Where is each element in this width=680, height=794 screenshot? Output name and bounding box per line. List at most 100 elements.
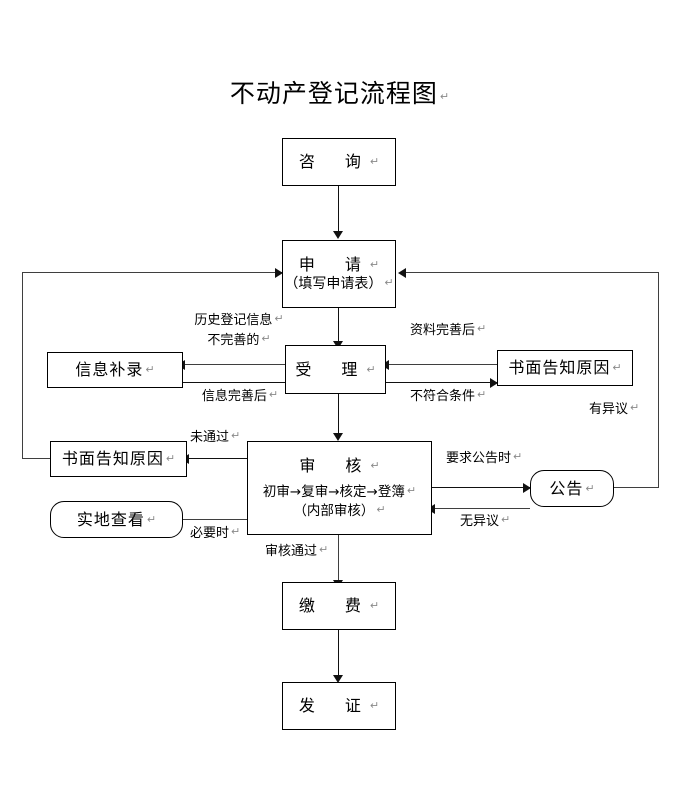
paragraph-mark-icon: ↵ xyxy=(630,401,640,414)
connector-accept-to-notice xyxy=(386,382,499,384)
node-apply-sub: （填写申请表） xyxy=(284,276,383,293)
arrowhead-consult-apply xyxy=(333,231,343,239)
connector-site-inspect-review xyxy=(183,519,249,521)
edge-label-when-necessary-text: 必要时 xyxy=(190,526,230,541)
edge-label-has-objection: 有异议↵ xyxy=(589,400,639,420)
edge-label-when-necessary: 必要时↵ xyxy=(190,524,240,544)
arrowhead-right-rail-to-apply xyxy=(398,268,406,278)
connector-written-notice-left-to-rail xyxy=(22,458,50,460)
node-accept[interactable]: 受 理↵ xyxy=(285,345,386,394)
paragraph-mark-icon: ↵ xyxy=(376,502,386,516)
edge-label-info-completed: 信息完善后↵ xyxy=(190,387,290,407)
paragraph-mark-icon: ↵ xyxy=(231,429,241,442)
connector-review-to-written-notice-left xyxy=(187,458,249,460)
node-payment[interactable]: 缴 费↵ xyxy=(282,582,396,630)
edge-label-not-passed-text: 未通过 xyxy=(190,430,230,445)
connector-announce-to-review xyxy=(432,508,530,510)
node-announce-label: 公告 xyxy=(549,478,584,498)
node-issue-cert-label-row: 发 证↵ xyxy=(292,695,386,717)
node-issue-cert[interactable]: 发 证↵ xyxy=(282,682,396,730)
paragraph-mark-icon: ↵ xyxy=(319,543,329,556)
node-written-notice-left-label-row: 书面告知原因↵ xyxy=(61,448,176,470)
node-apply-sub-row: （填写申请表）↵ xyxy=(284,275,393,294)
edge-label-info-completed-text: 信息完善后 xyxy=(201,389,267,404)
node-written-notice-right-label: 书面告知原因 xyxy=(508,358,611,378)
node-apply-label: 申 请 xyxy=(298,254,368,274)
page-title-text: 不动产登记流程图 xyxy=(229,79,438,108)
node-issue-cert-label: 发 证 xyxy=(298,696,368,716)
edge-label-history-incomplete-line2: 不完善的 xyxy=(207,332,260,348)
connector-review-payment xyxy=(338,535,340,583)
node-apply[interactable]: 申 请↵ （填写申请表）↵ xyxy=(282,240,396,308)
node-written-notice-right-label-row: 书面告知原因↵ xyxy=(507,357,622,379)
paragraph-mark-icon: ↵ xyxy=(261,331,271,345)
node-review-sub-row: （内部审核）↵ xyxy=(293,502,385,521)
node-consult[interactable]: 咨 询↵ xyxy=(282,138,396,186)
node-info-supplement-label: 信息补录 xyxy=(75,360,144,380)
paragraph-mark-icon: ↵ xyxy=(231,525,241,538)
node-accept-label-row: 受 理↵ xyxy=(288,359,382,381)
edge-label-data-completed-text: 资料完善后 xyxy=(410,323,476,338)
edge-label-has-objection-text: 有异议 xyxy=(589,402,629,417)
node-review-steps-row: 初审→复审→核定→登簿↵ xyxy=(263,483,416,502)
paragraph-mark-icon: ↵ xyxy=(274,312,284,325)
connector-apply-accept xyxy=(338,308,340,344)
node-payment-label-row: 缴 费↵ xyxy=(292,595,386,617)
paragraph-mark-icon: ↵ xyxy=(370,459,387,473)
edge-label-not-qualified: 不符合条件↵ xyxy=(410,387,486,407)
paragraph-mark-icon: ↵ xyxy=(612,361,623,375)
node-accept-label: 受 理 xyxy=(295,359,365,379)
paragraph-mark-icon: ↵ xyxy=(369,699,387,713)
edge-label-review-passed-text: 审核通过 xyxy=(265,544,318,559)
paragraph-mark-icon: ↵ xyxy=(366,362,383,376)
right-return-rail-vertical xyxy=(658,272,660,488)
paragraph-mark-icon: ↵ xyxy=(513,450,523,463)
paragraph-mark-icon: ↵ xyxy=(369,257,387,271)
node-site-inspect-label-row: 实地查看↵ xyxy=(76,509,157,531)
paragraph-mark-icon: ↵ xyxy=(501,513,511,526)
edge-label-not-qualified-text: 不符合条件 xyxy=(410,389,476,404)
left-return-rail-horizontal xyxy=(22,272,283,274)
connector-review-to-announce xyxy=(432,487,530,489)
paragraph-mark-icon: ↵ xyxy=(439,90,451,103)
node-consult-label-row: 咨 询↵ xyxy=(292,151,386,173)
paragraph-mark-icon: ↵ xyxy=(585,481,596,495)
paragraph-mark-icon: ↵ xyxy=(406,483,417,497)
node-info-supplement-label-row: 信息补录↵ xyxy=(74,359,155,381)
node-site-inspect-label: 实地查看 xyxy=(76,509,145,529)
node-written-notice-left[interactable]: 书面告知原因↵ xyxy=(50,441,187,477)
page-title: 不动产登记流程图↵ xyxy=(0,74,680,110)
node-written-notice-right[interactable]: 书面告知原因↵ xyxy=(497,350,633,386)
paragraph-mark-icon: ↵ xyxy=(384,276,394,290)
right-return-rail-horizontal xyxy=(404,272,659,274)
arrowhead-accept-to-notice xyxy=(490,378,498,388)
paragraph-mark-icon: ↵ xyxy=(268,388,279,401)
edge-label-no-objection-text: 无异议 xyxy=(460,514,500,529)
node-payment-label: 缴 费 xyxy=(298,596,368,616)
node-announce[interactable]: 公告↵ xyxy=(530,470,614,507)
paragraph-mark-icon: ↵ xyxy=(165,452,177,466)
left-return-rail-vertical xyxy=(22,272,24,459)
paragraph-mark-icon: ↵ xyxy=(145,363,156,377)
connector-consult-apply xyxy=(338,186,340,232)
node-site-inspect[interactable]: 实地查看↵ xyxy=(50,501,183,538)
edge-label-review-passed: 审核通过↵ xyxy=(265,542,328,562)
node-written-notice-left-label: 书面告知原因 xyxy=(61,449,164,469)
connector-payment-issue xyxy=(338,630,340,678)
connector-announce-to-right-rail xyxy=(614,487,659,489)
node-info-supplement[interactable]: 信息补录↵ xyxy=(47,352,183,388)
node-review-steps: 初审→复审→核定→登簿 xyxy=(262,483,405,500)
arrowhead-accept-review xyxy=(333,433,343,441)
node-announce-label-row: 公告↵ xyxy=(548,478,595,500)
edge-label-announce-required-text: 要求公告时 xyxy=(446,451,512,466)
edge-label-data-completed: 资料完善后↵ xyxy=(410,321,486,341)
edge-label-announce-required: 要求公告时↵ xyxy=(446,449,522,469)
edge-label-no-objection: 无异议↵ xyxy=(460,512,510,532)
connector-accept-review xyxy=(338,394,340,436)
connector-info-to-accept xyxy=(183,382,293,384)
arrowhead-left-rail-to-apply xyxy=(275,268,283,278)
arrowhead-payment-issue xyxy=(333,675,343,683)
node-review[interactable]: 审 核↵ 初审→复审→核定→登簿↵ （内部审核）↵ xyxy=(247,441,432,535)
paragraph-mark-icon: ↵ xyxy=(146,512,158,526)
